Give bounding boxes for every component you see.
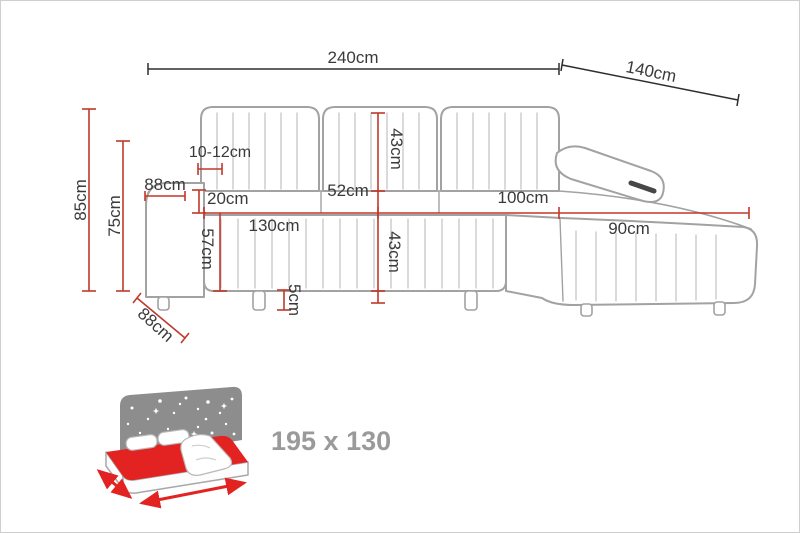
label-total-width: 240cm bbox=[327, 48, 378, 67]
sofa-legs bbox=[157, 290, 726, 317]
label-backrest-cushion-height: 43cm bbox=[387, 128, 406, 170]
dim-depth-88-diagonal bbox=[132, 292, 190, 344]
sofa-right-armrest-detail bbox=[628, 180, 657, 194]
label-seat-width: 130cm bbox=[248, 216, 299, 235]
dim-width-240 bbox=[147, 63, 560, 75]
dimension-lines-red bbox=[82, 108, 750, 344]
dim-arm-depth-88 bbox=[144, 191, 186, 201]
bed-unfold-arrows bbox=[96, 469, 247, 509]
label-seat-depth: 52cm bbox=[327, 181, 369, 200]
dim-center-vertical-line bbox=[371, 112, 385, 304]
dim-height-85 bbox=[82, 108, 96, 292]
sleeping-area-label: 195 x 130 bbox=[271, 426, 391, 456]
label-leg-height: 5cm bbox=[285, 284, 304, 316]
sofa-chaise-top-edge bbox=[558, 190, 752, 230]
label-side-depth: 88cm bbox=[134, 304, 178, 346]
dim-leg-5 bbox=[277, 289, 291, 311]
label-seat-height: 57cm bbox=[198, 228, 217, 270]
sofa-pleats bbox=[216, 112, 717, 302]
label-armrest-width: 10-12cm bbox=[189, 144, 251, 161]
dimension-lines-black bbox=[147, 58, 740, 107]
bed-pillows bbox=[125, 429, 190, 451]
label-seat-front-height: 43cm bbox=[385, 231, 404, 273]
label-chaise-depth: 140cm bbox=[624, 57, 678, 86]
label-backrest-height: 75cm bbox=[105, 195, 124, 237]
label-cushion-thickness: 20cm bbox=[207, 189, 249, 208]
label-total-height: 85cm bbox=[71, 179, 90, 221]
sleeping-function-icon bbox=[96, 386, 249, 509]
sofa-right-armrest bbox=[554, 145, 665, 203]
sofa-left-armrest bbox=[145, 182, 205, 298]
label-chaise-width: 90cm bbox=[608, 219, 650, 238]
dim-armrest-width bbox=[197, 163, 223, 175]
sofa-drawing bbox=[145, 106, 759, 317]
sofa-backrest bbox=[200, 106, 560, 192]
sofa-chaise bbox=[505, 214, 759, 306]
label-arm-depth: 88cm bbox=[144, 175, 186, 194]
bed-blanket bbox=[180, 433, 233, 476]
sofa-chaise-seam bbox=[559, 218, 564, 302]
dim-seat-height-57 bbox=[213, 213, 227, 292]
dim-depth-140 bbox=[560, 58, 740, 107]
dim-height-75 bbox=[116, 140, 130, 292]
label-chaise-seat-length: 100cm bbox=[497, 188, 548, 207]
